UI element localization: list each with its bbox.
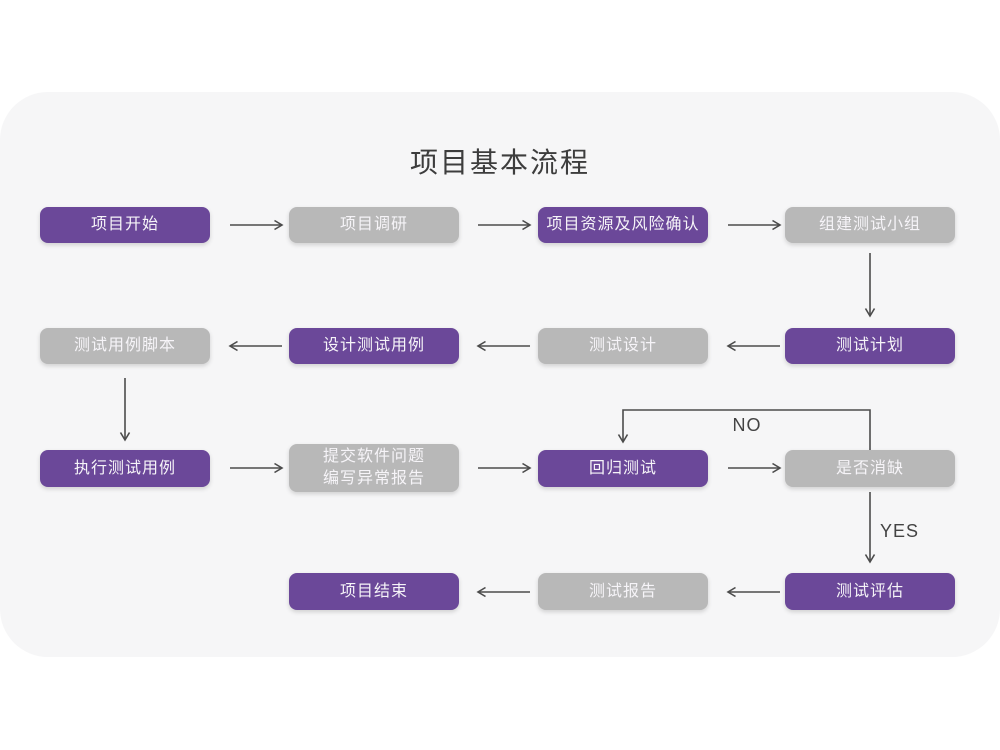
node-label: 项目资源及风险确认 <box>546 216 700 233</box>
node-label: 执行测试用例 <box>73 459 176 477</box>
node-project-end: 项目结束 <box>289 573 459 610</box>
node-project-start: 项目开始 <box>40 207 210 243</box>
edge-label-yes: YES <box>880 521 920 541</box>
node-label-line2: 编写异常报告 <box>322 470 425 487</box>
node-test-case-script: 测试用例脚本 <box>40 328 210 364</box>
node-test-design: 测试设计 <box>538 328 708 364</box>
node-regression-test: 回归测试 <box>538 450 708 487</box>
flowchart-card <box>0 92 1000 657</box>
node-submit-issue-report: 提交软件问题 编写异常报告 <box>289 444 459 492</box>
node-build-test-team: 组建测试小组 <box>785 207 955 243</box>
node-defect-resolved: 是否消缺 <box>785 450 955 487</box>
node-label: 组建测试小组 <box>818 216 921 233</box>
node-label: 测试计划 <box>835 337 904 354</box>
node-label: 测试评估 <box>835 582 904 600</box>
node-label: 测试用例脚本 <box>73 337 176 354</box>
node-project-research: 项目调研 <box>289 207 459 243</box>
page-title: 项目基本流程 <box>409 147 590 178</box>
node-label: 项目调研 <box>339 216 408 233</box>
node-label: 是否消缺 <box>835 459 904 477</box>
node-label: 测试报告 <box>588 582 657 600</box>
node-design-test-cases: 设计测试用例 <box>289 328 459 364</box>
node-label: 测试设计 <box>588 337 657 354</box>
node-label: 项目开始 <box>90 216 159 233</box>
node-label: 回归测试 <box>588 459 657 477</box>
node-test-report: 测试报告 <box>538 573 708 610</box>
node-test-plan: 测试计划 <box>785 328 955 364</box>
node-label-line1: 提交软件问题 <box>322 448 425 465</box>
node-test-evaluation: 测试评估 <box>785 573 955 610</box>
edge-label-no: NO <box>732 415 762 435</box>
node-execute-test-cases: 执行测试用例 <box>40 450 210 487</box>
node-resource-risk-confirm: 项目资源及风险确认 <box>538 207 708 243</box>
node-label: 设计测试用例 <box>322 337 425 354</box>
node-label: 项目结束 <box>339 582 408 600</box>
